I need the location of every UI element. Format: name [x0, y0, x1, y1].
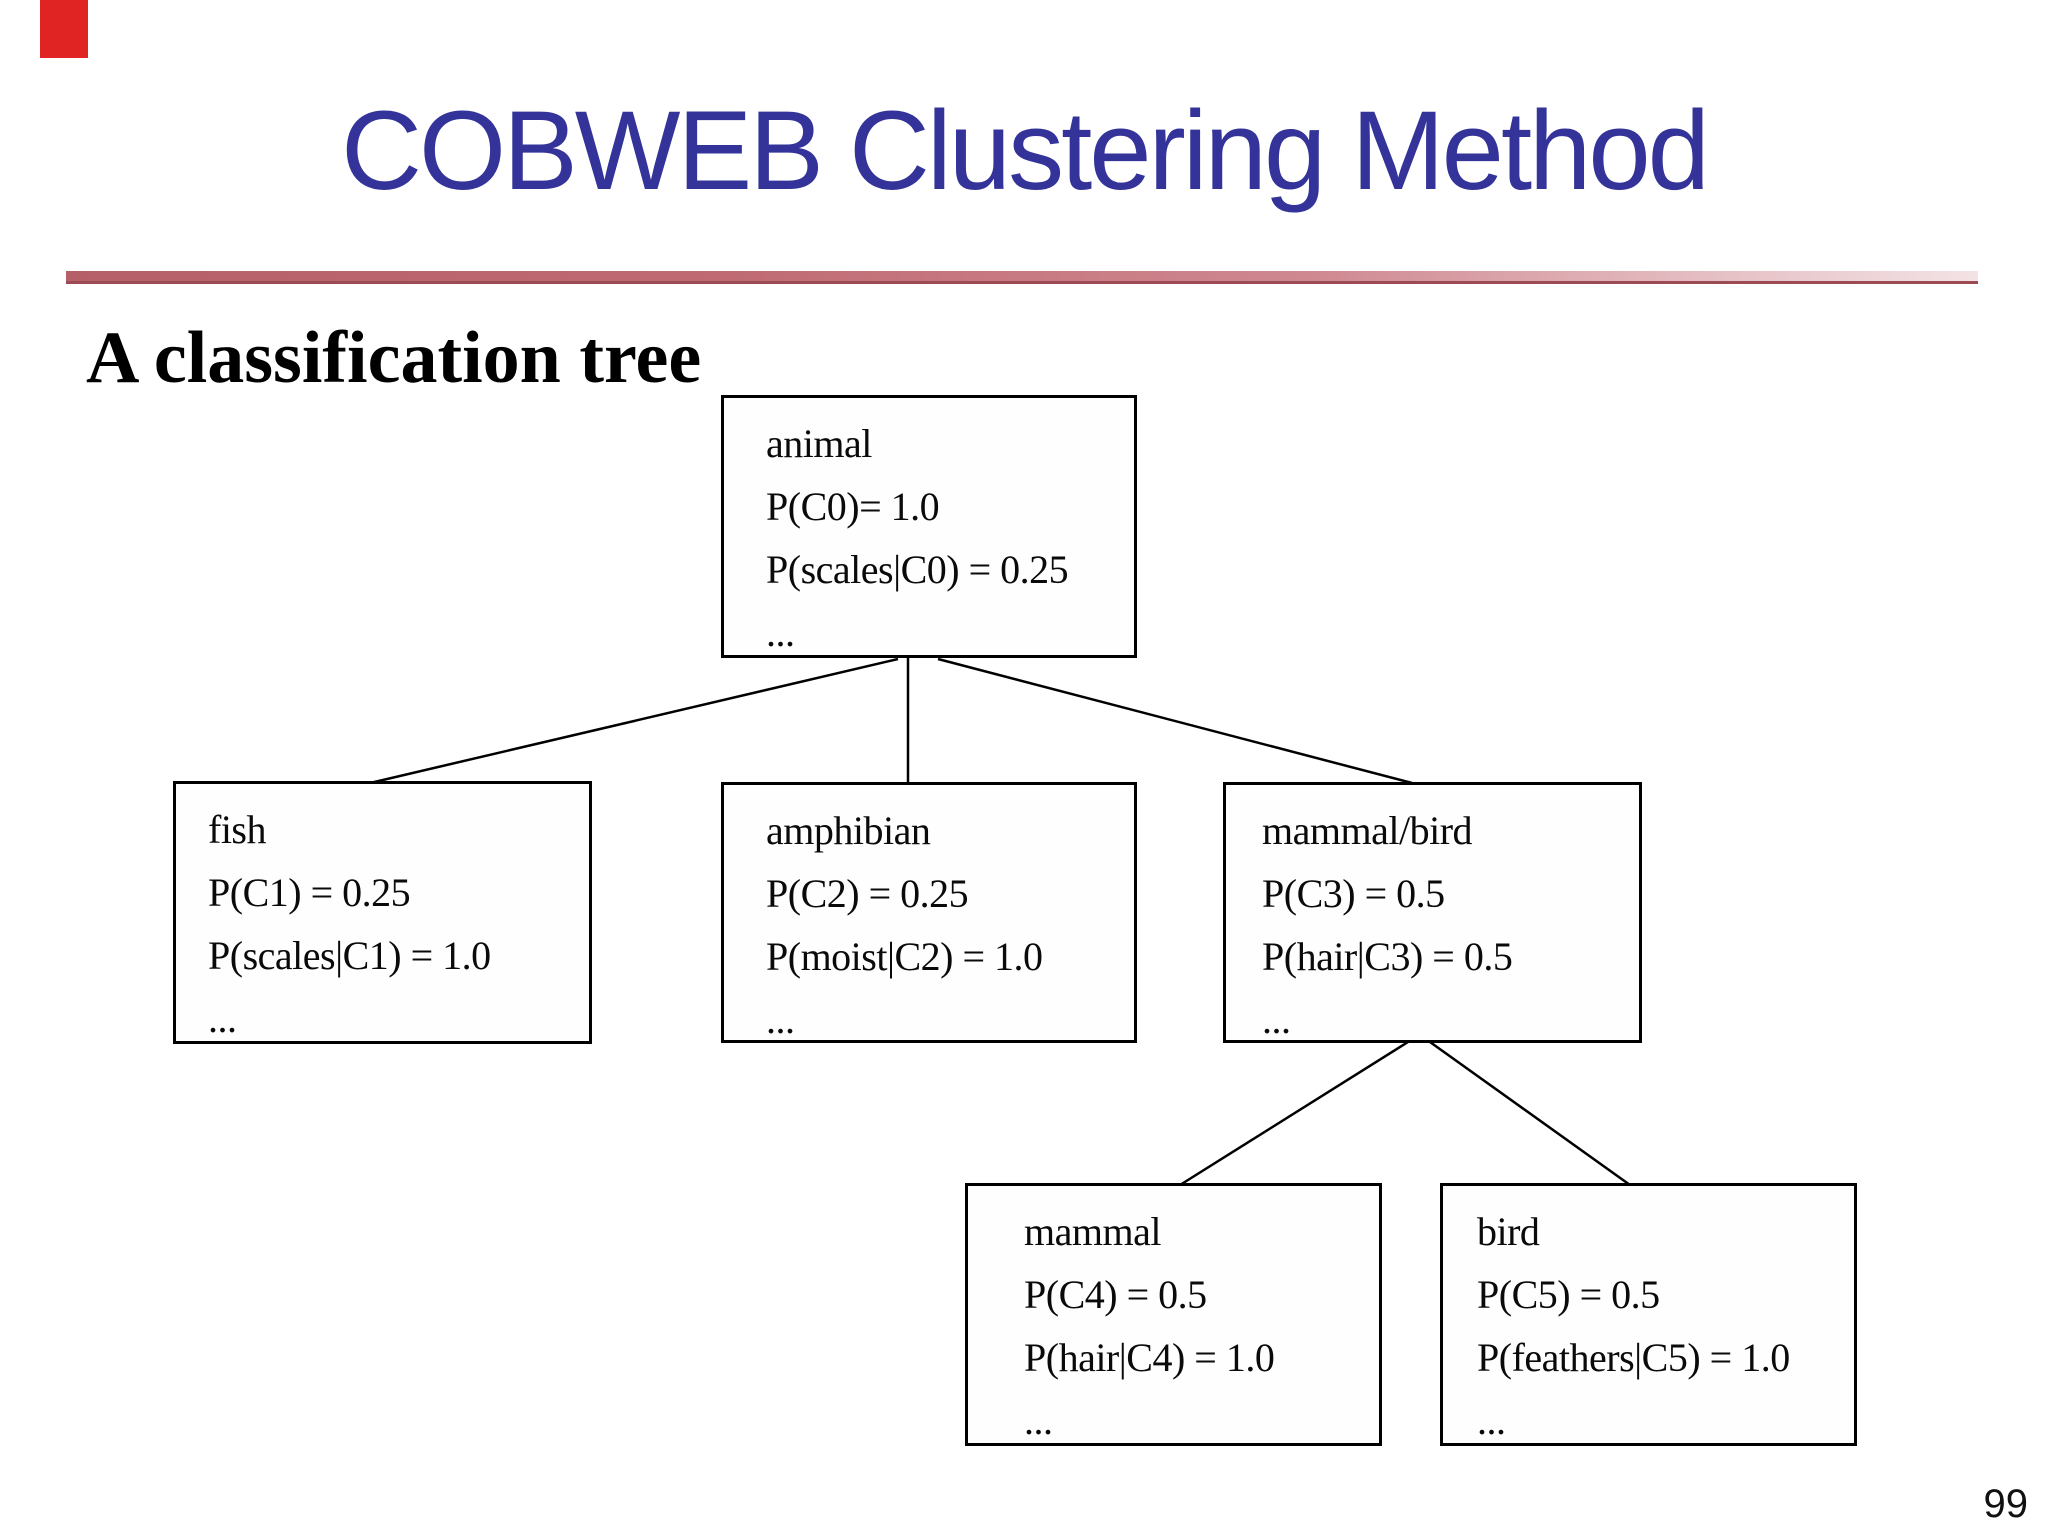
node-ellipsis: ...: [766, 997, 795, 1042]
node-stat-line: P(scales|C1) = 1.0: [208, 933, 491, 978]
node-ellipsis: ...: [766, 610, 795, 655]
tree-node-mammal-bird: mammal/bird P(C3) = 0.5 P(hair|C3) = 0.5…: [1223, 782, 1642, 1043]
node-stat-line: P(C3) = 0.5: [1262, 871, 1445, 916]
edge-mammalbird-bird: [1429, 1040, 1631, 1187]
tree-node-fish: fish P(C1) = 0.25 P(scales|C1) = 1.0 ...: [173, 781, 592, 1044]
tree-node-amphibian: amphibian P(C2) = 0.25 P(moist|C2) = 1.0…: [721, 782, 1137, 1043]
tree-node-bird: bird P(C5) = 0.5 P(feathers|C5) = 1.0 ..…: [1440, 1183, 1857, 1446]
node-stat-line: P(scales|C0) = 0.25: [766, 547, 1069, 592]
edge-mammalbird-mammal: [1179, 1040, 1409, 1187]
node-name: mammal: [1024, 1209, 1161, 1254]
red-corner-accent: [40, 0, 88, 58]
node-stat-line: P(C4) = 0.5: [1024, 1272, 1207, 1317]
node-stat-line: P(hair|C3) = 0.5: [1262, 934, 1513, 979]
node-name: amphibian: [766, 808, 931, 853]
node-stat-line: P(C2) = 0.25: [766, 871, 969, 916]
slide-title: COBWEB Clustering Method: [341, 88, 1710, 213]
page-number: 99: [1983, 1482, 2029, 1526]
node-ellipsis: ...: [1477, 1398, 1506, 1443]
node-stat-line: P(C1) = 0.25: [208, 870, 411, 915]
edge-animal-fish: [369, 657, 899, 785]
node-ellipsis: ...: [1024, 1398, 1053, 1443]
node-ellipsis: ...: [1262, 997, 1291, 1042]
node-stat-line: P(moist|C2) = 1.0: [766, 934, 1043, 979]
node-name: mammal/bird: [1262, 808, 1473, 853]
node-name: animal: [766, 421, 872, 466]
node-ellipsis: ...: [208, 996, 237, 1041]
node-name: bird: [1477, 1209, 1540, 1254]
tree-node-animal: animal P(C0)= 1.0 P(scales|C0) = 0.25 ..…: [721, 395, 1137, 658]
node-stat-line: P(feathers|C5) = 1.0: [1477, 1335, 1790, 1380]
slide-heading: A classification tree: [86, 317, 702, 399]
node-name: fish: [208, 807, 267, 852]
title-divider-rule: [66, 271, 1978, 284]
tree-node-mammal: mammal P(C4) = 0.5 P(hair|C4) = 1.0 ...: [965, 1183, 1382, 1446]
node-stat-line: P(hair|C4) = 1.0: [1024, 1335, 1275, 1380]
edge-animal-mammalbird: [937, 657, 1413, 785]
node-stat-line: P(C0)= 1.0: [766, 484, 940, 529]
node-stat-line: P(C5) = 0.5: [1477, 1272, 1660, 1317]
